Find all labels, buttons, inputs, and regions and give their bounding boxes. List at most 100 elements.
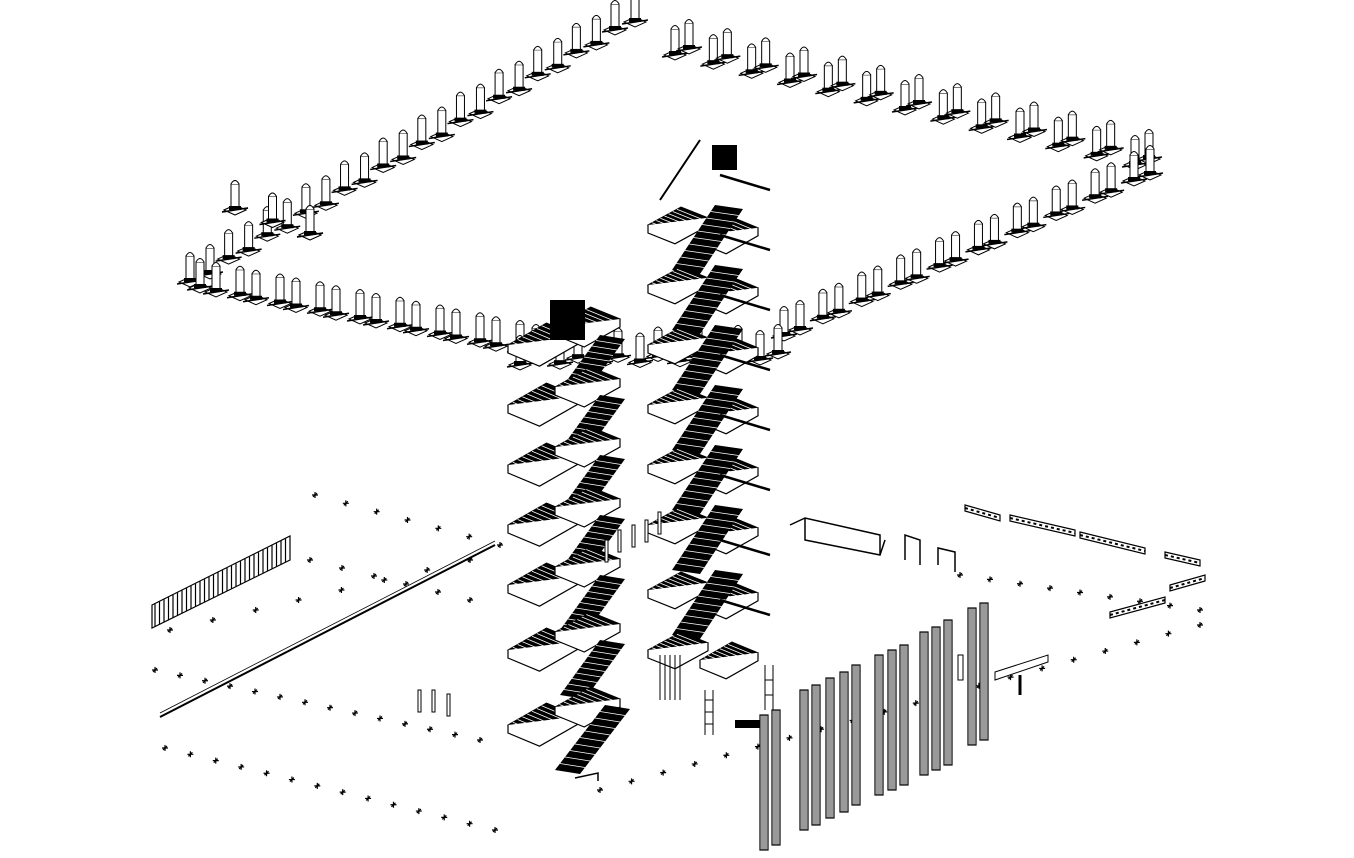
pedestal [874, 90, 887, 95]
column-shaft [1067, 114, 1077, 140]
column-shaft [1145, 148, 1155, 174]
column [1081, 168, 1109, 204]
column-shaft [451, 312, 461, 337]
column [1020, 101, 1048, 138]
column [226, 265, 254, 302]
column-cap [1106, 162, 1116, 167]
beam [1164, 551, 1201, 567]
stair-tread [693, 417, 722, 422]
pedestal [899, 106, 911, 110]
bolt-marker [307, 557, 313, 563]
bolt-marker [371, 573, 377, 579]
beam [1079, 531, 1146, 555]
stair-gate [550, 300, 585, 340]
pedestal [570, 48, 583, 53]
column [266, 273, 294, 310]
stair-tread [571, 678, 598, 683]
column [1097, 119, 1124, 156]
bolt-cross [295, 597, 302, 603]
stair-tread [599, 711, 626, 716]
column-cap [533, 45, 543, 51]
column [825, 282, 853, 319]
bolt-cross [691, 760, 698, 767]
pedestal [250, 295, 262, 300]
bolt-marker [597, 787, 603, 793]
bolt-cross [1165, 630, 1172, 637]
landing-edge [699, 652, 759, 680]
stair-tread [702, 404, 731, 409]
stair-tread [591, 465, 618, 471]
column-cap [411, 300, 421, 306]
pedestal [951, 109, 964, 114]
bolt-cross [628, 778, 635, 785]
column-cap [708, 34, 718, 39]
wall-panel [799, 689, 809, 831]
stair-tread [575, 672, 602, 678]
column-shaft [435, 308, 445, 333]
column-cap [900, 80, 910, 85]
column-shaft [553, 41, 563, 67]
column-shaft [818, 292, 828, 318]
column-shaft [1129, 154, 1139, 180]
column-cap [938, 89, 948, 94]
bolt-cross [1197, 622, 1203, 628]
bolt-marker [466, 533, 473, 540]
wall-panel [811, 684, 821, 826]
column-shaft [1051, 188, 1061, 214]
stair-tread [589, 724, 616, 729]
stair-tread [702, 589, 731, 594]
column-cap [773, 324, 783, 329]
bolt-marker [402, 720, 408, 727]
bolt-marker [1070, 656, 1077, 663]
column [1136, 145, 1164, 181]
stair-landing [646, 326, 710, 365]
beam [1109, 596, 1166, 619]
column-cap [912, 248, 922, 253]
pedestal [314, 307, 326, 312]
column [402, 300, 430, 337]
column-shaft [1028, 200, 1038, 226]
wall-panel [825, 677, 835, 819]
stair-landing [698, 641, 760, 680]
small-bracket [735, 720, 760, 728]
column [829, 55, 856, 92]
bolt-marker [338, 587, 345, 593]
column [965, 219, 992, 256]
bolt-cross [1102, 648, 1109, 655]
bolt-marker [466, 820, 473, 827]
beam-body [1079, 531, 1146, 555]
column-shaft [475, 315, 485, 341]
bolt-cross [424, 567, 431, 573]
bolt-marker [403, 581, 409, 587]
bolt-marker [177, 672, 183, 679]
column-shaft [417, 118, 427, 144]
column [714, 28, 741, 64]
column [867, 64, 894, 101]
column-shaft [275, 277, 285, 302]
column-shaft [1106, 123, 1116, 149]
pedestal [204, 270, 216, 274]
bolt-cross [152, 667, 158, 673]
column-cap [862, 70, 872, 76]
column-cap [1145, 145, 1155, 150]
bolt-cross [339, 565, 345, 571]
column-cap [553, 37, 563, 43]
stair-tread [680, 556, 709, 562]
pedestal [394, 322, 406, 327]
column-shaft [630, 0, 640, 21]
bolt-marker [1197, 607, 1203, 613]
bolt-cross [1077, 589, 1083, 596]
stair-tread [680, 621, 709, 627]
column-shaft [437, 110, 447, 136]
bolt-cross [338, 587, 345, 593]
bolt-cross [441, 814, 448, 821]
column-cap [282, 198, 292, 203]
bolt-marker [492, 827, 498, 833]
pedestal [1144, 171, 1156, 175]
bolt-marker [1165, 630, 1172, 637]
column [426, 304, 454, 341]
bolt-cross [365, 795, 372, 802]
grating-bar [676, 508, 705, 521]
pedestal [949, 257, 962, 262]
